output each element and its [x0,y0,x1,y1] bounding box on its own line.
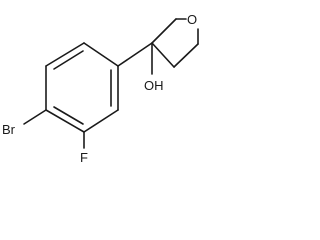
fluorine-label: F [80,150,88,165]
bond-ring-to-oxetane [117,42,153,67]
bond-to-bromine [23,109,47,125]
oxetane-bond-top-left [151,18,177,44]
oxetane-bond-bottom-left [151,42,175,68]
ring-double-bond-c2-c3 [53,50,84,70]
ring-double-bond-c4-c5 [53,106,84,125]
oxetane-oxygen-label: O [187,12,197,27]
bromine-label: Br [2,122,16,137]
oxetane-ring [151,18,199,68]
ring-bond-c5-c6 [83,109,119,133]
ring-bond-c1-c2 [83,42,119,67]
ring-bond-c2-c3 [45,42,85,67]
benzene-ring [45,42,119,133]
oxetane-bond-bottom [173,43,199,68]
chemical-structure-diagram: O OH Br F [2,12,199,165]
ring-bond-c4-c5 [45,109,85,133]
hydroxyl-label: OH [144,78,164,93]
